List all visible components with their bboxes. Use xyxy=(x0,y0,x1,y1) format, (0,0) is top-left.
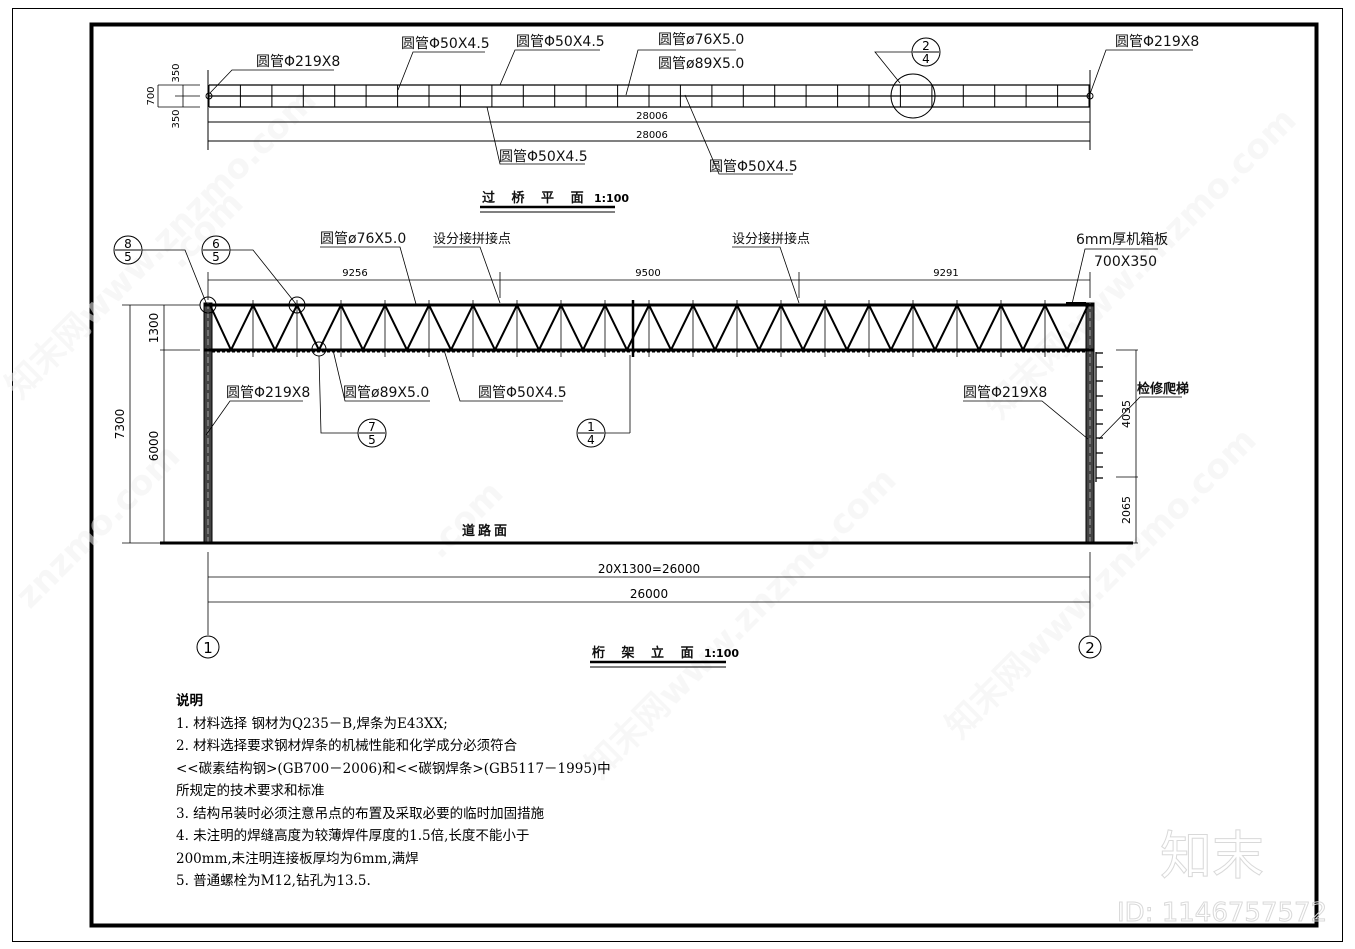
dim-column-height: 6000 xyxy=(147,431,161,462)
dim-ladder-lower: 2065 xyxy=(1120,496,1133,524)
plan-label-column-right: 圆管Φ219X8 xyxy=(1115,34,1199,50)
dim-span: 26000 xyxy=(630,587,668,601)
label-top-chord: 圆管ø76X5.0 xyxy=(320,231,406,247)
svg-text:5: 5 xyxy=(212,250,220,264)
svg-text:2: 2 xyxy=(1085,639,1095,657)
dim-seg-1: 9256 xyxy=(342,268,367,279)
elevation-view: 道路面 9256 9500 9291 1300 6000 7300 20X130… xyxy=(113,231,1189,668)
outer-frame xyxy=(12,8,1343,942)
note-line: 5. 普通螺栓为M12,钻孔为13.5. xyxy=(176,873,371,889)
label-plate-spec: 6mm厚机箱板 xyxy=(1076,232,1168,248)
dim-ladder-upper: 4035 xyxy=(1120,400,1133,428)
plan-detail-zone xyxy=(890,73,936,119)
axis-marker-2: 2 xyxy=(1078,635,1102,659)
detail-callout-1-4: 1 4 xyxy=(576,418,606,448)
label-web-member: 圆管Φ50X4.5 xyxy=(478,385,567,401)
svg-text:1:100: 1:100 xyxy=(704,647,739,660)
plan-length-dim-1: 28006 xyxy=(636,111,668,122)
plan-view-title: 过 桥 平 面 1:100 xyxy=(480,190,629,213)
detail-callout-2-4: 2 4 xyxy=(911,37,941,67)
svg-text:.com: .com xyxy=(418,473,511,566)
label-column-left: 圆管Φ219X8 xyxy=(226,385,310,401)
note-line: 4. 未注明的焊缝高度为较薄焊件厚度的1.5倍,长度不能小于 xyxy=(176,828,530,844)
svg-text:知末网www.znzmo.com: 知末网www.znzmo.com xyxy=(578,460,904,786)
label-splice-2: 设分接拼接点 xyxy=(732,231,810,247)
svg-text:过 桥 平 面: 过 桥 平 面 xyxy=(482,190,590,206)
watermark-layer: 知末网www.znzmo.com .com 知末网www.znzmo.com .… xyxy=(0,80,1304,786)
plan-half-dim-bottom: 350 xyxy=(171,109,182,128)
plan-view: 28006 28006 700 350 350 圆管Φ219X8 圆管Φ50X4… xyxy=(146,32,1199,213)
svg-text:8: 8 xyxy=(124,237,132,251)
notes-heading: 说明 xyxy=(176,693,203,709)
label-ladder: 检修爬梯 xyxy=(1137,381,1189,397)
dim-panels: 20X1300=26000 xyxy=(598,562,700,576)
axis-marker-1: 1 xyxy=(196,635,220,659)
detail-callout-8-5: 8 5 xyxy=(113,235,143,265)
svg-text:桁 架 立 面: 桁 架 立 面 xyxy=(592,645,700,661)
brand-watermark: 知末 ID: 1146757572 xyxy=(1117,827,1328,929)
plan-label-chord-top: 圆管ø76X5.0 xyxy=(658,32,744,48)
svg-text:1:100: 1:100 xyxy=(594,192,629,205)
svg-text:4: 4 xyxy=(922,52,930,66)
label-splice-1: 设分接拼接点 xyxy=(433,231,511,247)
road-label: 道路面 xyxy=(462,523,510,539)
note-line: <<碳素结构钢>(GB700－2006)和<<碳钢焊条>(GB5117－1995… xyxy=(176,760,611,777)
plan-cross-members xyxy=(208,85,1090,107)
svg-text:6: 6 xyxy=(212,237,220,251)
plan-label-top-b: 圆管Φ50X4.5 xyxy=(516,34,605,50)
label-column-right: 圆管Φ219X8 xyxy=(963,385,1047,401)
plan-label-bottom-b: 圆管Φ50X4.5 xyxy=(709,159,798,175)
svg-text:znzmo.com: znzmo.com xyxy=(8,436,188,616)
note-line: 200mm,未注明连接板厚均为6mm,满焊 xyxy=(176,850,419,867)
svg-text:2: 2 xyxy=(922,39,930,53)
svg-text:知末: 知末 xyxy=(1160,827,1264,887)
note-line: 3. 结构吊装时必须注意吊点的布置及采取必要的临时加固措施 xyxy=(176,805,545,822)
label-bottom-chord: 圆管ø89X5.0 xyxy=(343,385,429,401)
plan-half-dim-top: 350 xyxy=(171,63,182,82)
plan-width-dim: 700 xyxy=(146,86,157,105)
svg-text:ID: 1146757572: ID: 1146757572 xyxy=(1117,898,1327,928)
svg-text:5: 5 xyxy=(368,433,376,447)
plan-label-chord-bottom: 圆管ø89X5.0 xyxy=(658,56,744,72)
plan-label-column-left: 圆管Φ219X8 xyxy=(256,54,340,70)
elevation-view-title: 桁 架 立 面 1:100 xyxy=(590,645,739,668)
plan-length-dim-2: 28006 xyxy=(636,130,668,141)
design-notes: 说明 1. 材料选择 钢材为Q235－B,焊条为E43XX; 2. 材料选择要求… xyxy=(176,690,611,893)
dim-total-height: 7300 xyxy=(113,409,127,440)
maintenance-ladder xyxy=(1095,352,1103,482)
svg-text:1: 1 xyxy=(587,420,595,434)
label-plate-size: 700X350 xyxy=(1094,254,1157,270)
svg-text:7: 7 xyxy=(368,420,376,434)
detail-callout-7-5: 7 5 xyxy=(357,418,387,448)
svg-text:5: 5 xyxy=(124,250,132,264)
note-line: 1. 材料选择 钢材为Q235－B,焊条为E43XX; xyxy=(176,715,448,732)
inner-frame xyxy=(89,22,1319,928)
dim-truss-height: 1300 xyxy=(147,313,161,344)
svg-text:知末网www.znzmo.com: 知末网www.znzmo.com xyxy=(938,420,1264,746)
dim-seg-3: 9291 xyxy=(933,268,958,279)
svg-text:1: 1 xyxy=(203,639,213,657)
plan-column-left xyxy=(205,92,213,100)
note-line: 所规定的技术要求和标准 xyxy=(176,783,325,799)
plan-label-bottom-a: 圆管Φ50X4.5 xyxy=(499,149,588,165)
detail-callout-6-5: 6 5 xyxy=(201,235,231,265)
plan-label-top-a: 圆管Φ50X4.5 xyxy=(401,36,490,52)
truss-verticals xyxy=(252,300,1046,357)
svg-text:4: 4 xyxy=(587,433,595,447)
dim-seg-2: 9500 xyxy=(635,268,660,279)
note-line: 2. 材料选择要求钢材焊条的机械性能和化学成分必须符合 xyxy=(176,738,518,754)
